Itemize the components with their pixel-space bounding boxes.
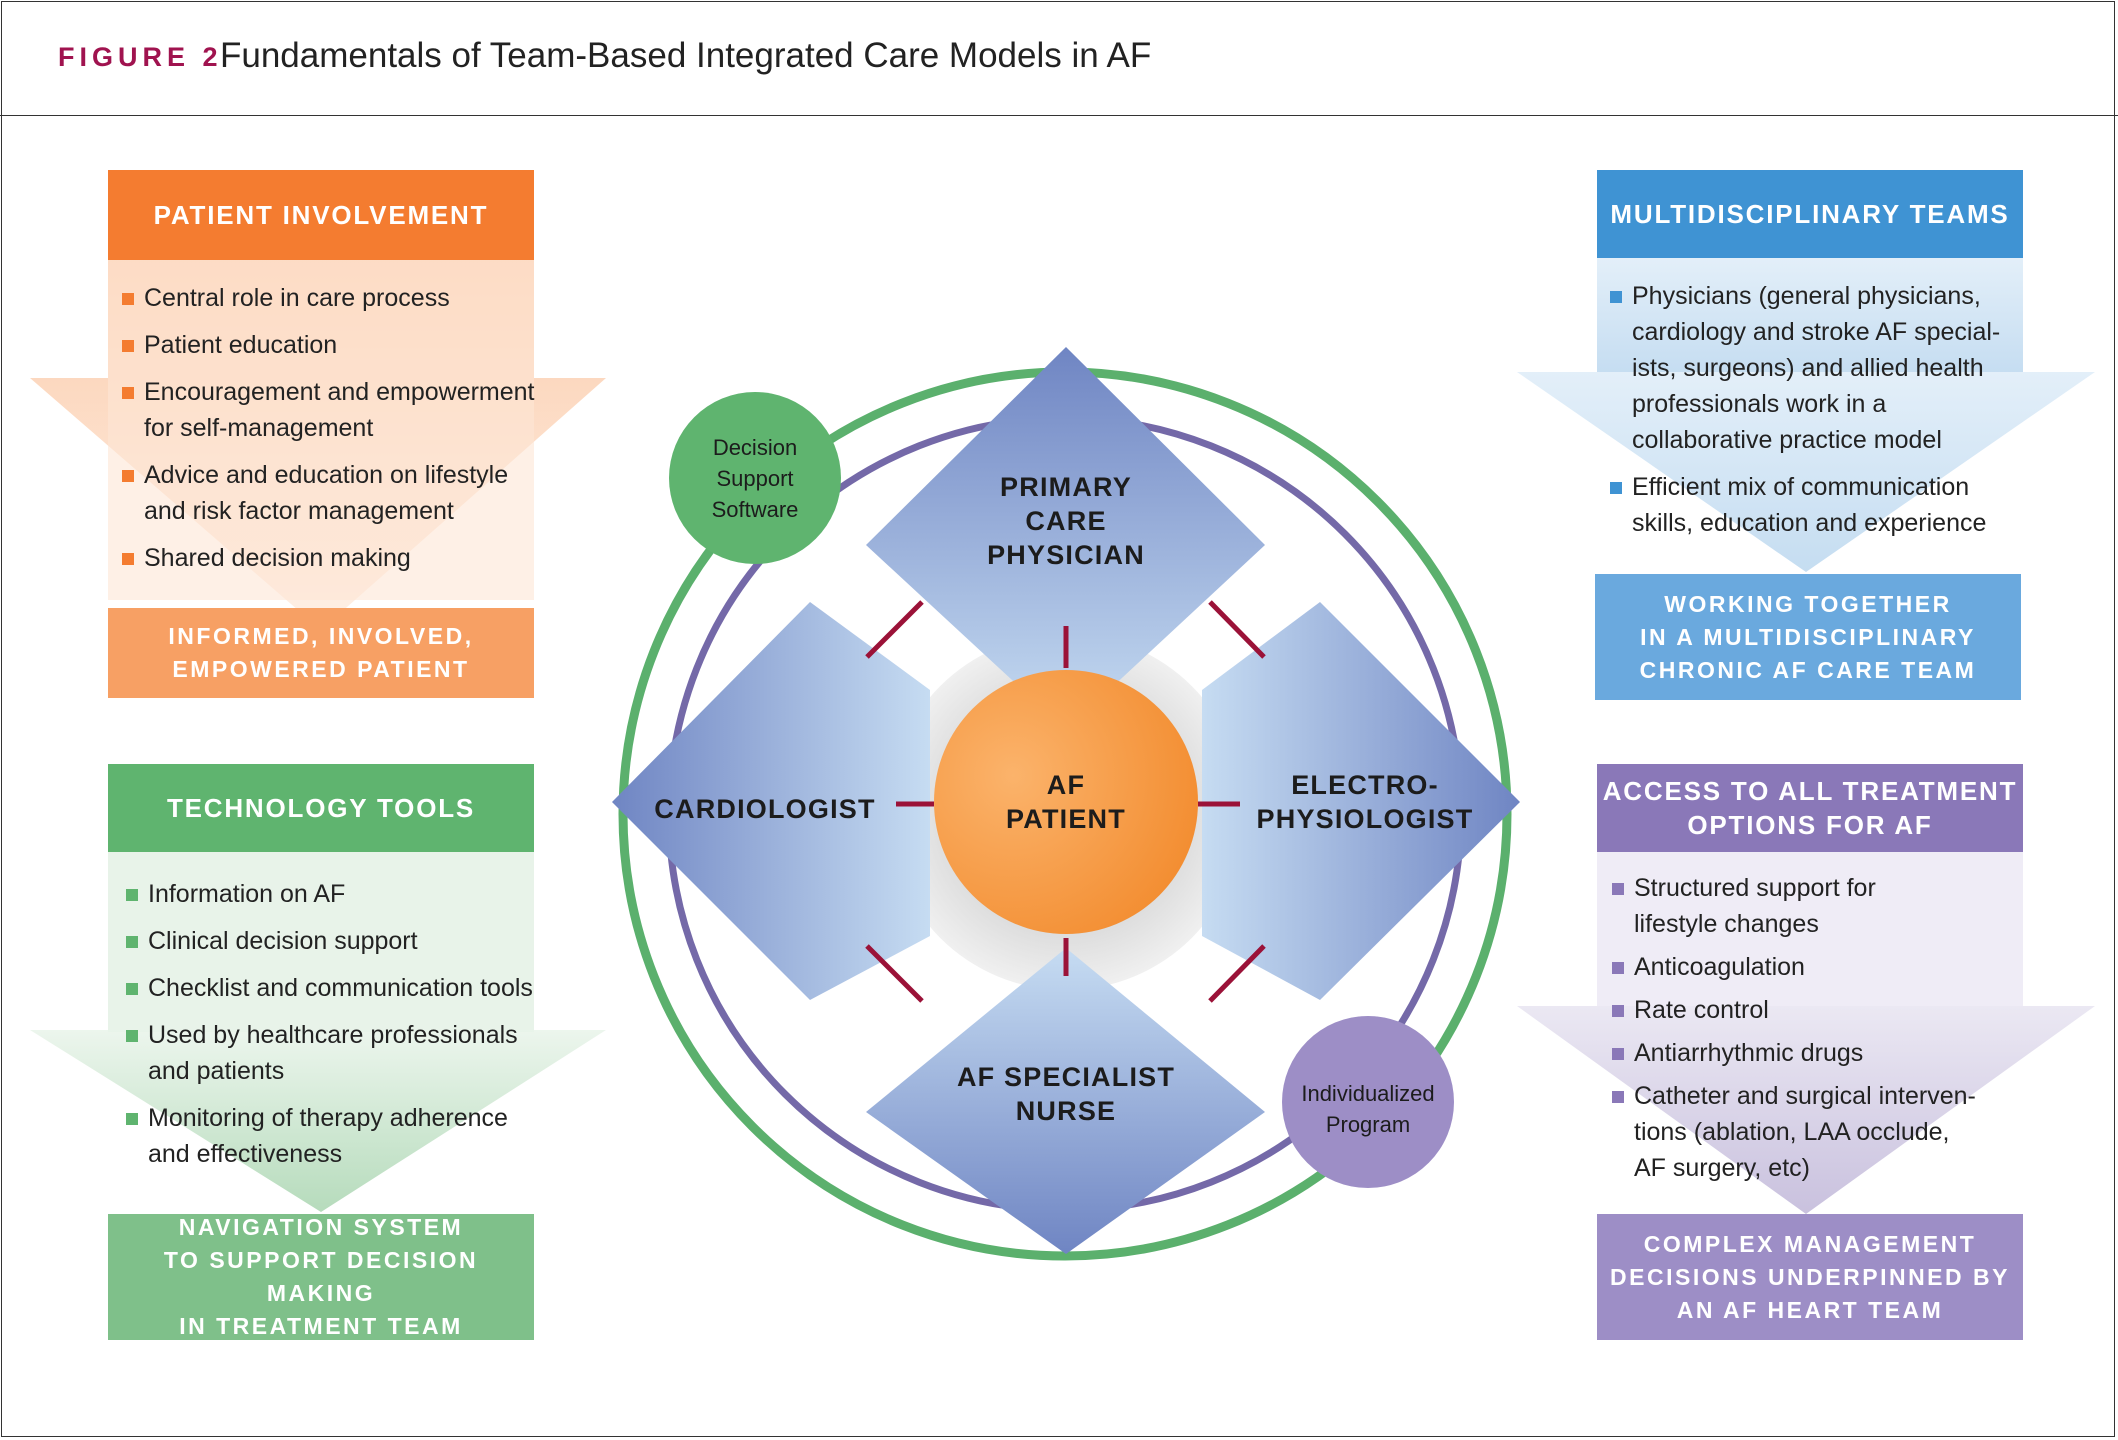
af-specialist-nurse-label: AF SPECIALIST NURSE xyxy=(956,1062,1176,1126)
list-item-text: Physicians (general physicians, cardiolo… xyxy=(1632,282,2001,454)
decision-support-bubble xyxy=(669,392,841,564)
bullet-square-icon xyxy=(122,470,134,482)
bullet-square-icon xyxy=(122,387,134,399)
treatment-options-footer: COMPLEX MANAGEMENT DECISIONS UNDERPINNED… xyxy=(1597,1214,2023,1340)
bullet-square-icon xyxy=(122,553,134,565)
list-item-text: Structured support for lifestyle changes xyxy=(1634,874,1876,938)
electrophysiologist-label: ELECTRO- PHYSIOLOGIST xyxy=(1256,770,1474,834)
multidisciplinary-arrow xyxy=(1517,258,2095,572)
bullet-square-icon xyxy=(126,1030,138,1042)
list-item-text: Catheter and surgical interven- tions (a… xyxy=(1634,1082,1976,1182)
list-item: Physicians (general physicians, cardiolo… xyxy=(1610,278,2030,458)
treatment-arrow xyxy=(1517,852,2095,1214)
list-item-text: Monitoring of therapy adherence and effe… xyxy=(148,1104,508,1168)
list-item-text: Checklist and communication tools xyxy=(148,974,533,1002)
technology-tools-footer: NAVIGATION SYSTEM TO SUPPORT DECISION MA… xyxy=(108,1214,534,1340)
multidisciplinary-list: Physicians (general physicians, cardiolo… xyxy=(1610,278,2030,552)
diamond-electrophysiologist xyxy=(1202,602,1520,1000)
bullet-square-icon xyxy=(1612,1048,1624,1060)
diamond-primary-care xyxy=(866,347,1265,730)
technology-tools-title: TECHNOLOGY TOOLS xyxy=(108,764,534,852)
list-item-text: Information on AF xyxy=(148,880,346,908)
connector-spokes xyxy=(865,600,1266,1003)
list-item: Encouragement and empowerment for self-m… xyxy=(122,374,542,446)
list-item: Antiarrhythmic drugs xyxy=(1612,1035,2032,1071)
cardiologist-label: CARDIOLOGIST xyxy=(654,794,876,824)
diamond-cardiologist xyxy=(612,602,930,1000)
technology-tools-arrow xyxy=(30,852,606,1212)
bullet-square-icon xyxy=(1612,883,1624,895)
figure-title: Fundamentals of Team-Based Integrated Ca… xyxy=(220,36,1152,75)
list-item: Used by healthcare professionals and pat… xyxy=(126,1017,546,1089)
list-item-text: Efficient mix of communication skills, e… xyxy=(1632,473,1987,537)
bullet-square-icon xyxy=(122,293,134,305)
bullet-square-icon xyxy=(122,340,134,352)
list-item: Shared decision making xyxy=(122,540,542,576)
patient-involvement-title: PATIENT INVOLVEMENT xyxy=(108,170,534,260)
bullet-square-icon xyxy=(1612,962,1624,974)
list-item: Rate control xyxy=(1612,992,2032,1028)
list-item-text: Antiarrhythmic drugs xyxy=(1634,1039,1864,1067)
treatment-options-list: Structured support for lifestyle changes… xyxy=(1612,870,2032,1193)
list-item: Monitoring of therapy adherence and effe… xyxy=(126,1100,546,1172)
list-item: Structured support for lifestyle changes xyxy=(1612,870,2032,942)
patient-involvement-footer: INFORMED, INVOLVED, EMPOWERED PATIENT xyxy=(108,608,534,698)
list-item: Efficient mix of communication skills, e… xyxy=(1610,469,2030,541)
bullet-square-icon xyxy=(1612,1091,1624,1103)
bullet-square-icon xyxy=(126,983,138,995)
list-item-text: Shared decision making xyxy=(144,544,411,572)
list-item: Central role in care process xyxy=(122,280,542,316)
bullet-square-icon xyxy=(1610,482,1622,494)
diamond-af-specialist-nurse xyxy=(866,948,1265,1254)
list-item-text: Advice and education on lifestyle and ri… xyxy=(144,461,509,525)
list-item-text: Clinical decision support xyxy=(148,927,418,955)
list-item: Checklist and communication tools xyxy=(126,970,546,1006)
bullet-square-icon xyxy=(126,936,138,948)
list-item: Advice and education on lifestyle and ri… xyxy=(122,457,542,529)
primary-care-physician-label: PRIMARY CARE PHYSICIAN xyxy=(987,472,1145,570)
figure-label: FIGURE 2 xyxy=(58,42,223,72)
list-item: Information on AF xyxy=(126,876,546,912)
list-item-text: Patient education xyxy=(144,331,338,359)
list-item-text: Anticoagulation xyxy=(1634,953,1805,981)
individualized-program-bubble xyxy=(1282,1016,1454,1188)
technology-tools-list: Information on AF Clinical decision suppo… xyxy=(126,876,546,1183)
list-item: Anticoagulation xyxy=(1612,949,2032,985)
af-patient-circle xyxy=(934,670,1198,934)
individualized-program-label: Individualized Program xyxy=(1301,1081,1435,1137)
decision-support-label: Decision Support Software xyxy=(711,435,799,522)
af-patient-label: AF PATIENT xyxy=(1006,770,1126,834)
figure-header: FIGURE 2 Fundamentals of Team-Based Inte… xyxy=(0,0,2118,116)
multidisciplinary-title: MULTIDISCIPLINARY TEAMS xyxy=(1597,170,2023,258)
bullet-square-icon xyxy=(126,889,138,901)
list-item: Catheter and surgical interven- tions (a… xyxy=(1612,1078,2032,1186)
bullet-square-icon xyxy=(1610,291,1622,303)
patient-involvement-arrow xyxy=(30,260,606,630)
treatment-options-title: ACCESS TO ALL TREATMENT OPTIONS FOR AF xyxy=(1597,764,2023,852)
bullet-square-icon xyxy=(126,1113,138,1125)
list-item-text: Encouragement and empowerment for self-m… xyxy=(144,378,535,442)
list-item: Patient education xyxy=(122,327,542,363)
list-item-text: Central role in care process xyxy=(144,284,450,312)
bullet-square-icon xyxy=(1612,1005,1624,1017)
multidisciplinary-footer: WORKING TOGETHER IN A MULTIDISCIPLINARY … xyxy=(1595,574,2021,700)
list-item: Clinical decision support xyxy=(126,923,546,959)
list-item-text: Used by healthcare professionals and pat… xyxy=(148,1021,518,1085)
list-item-text: Rate control xyxy=(1634,996,1769,1024)
